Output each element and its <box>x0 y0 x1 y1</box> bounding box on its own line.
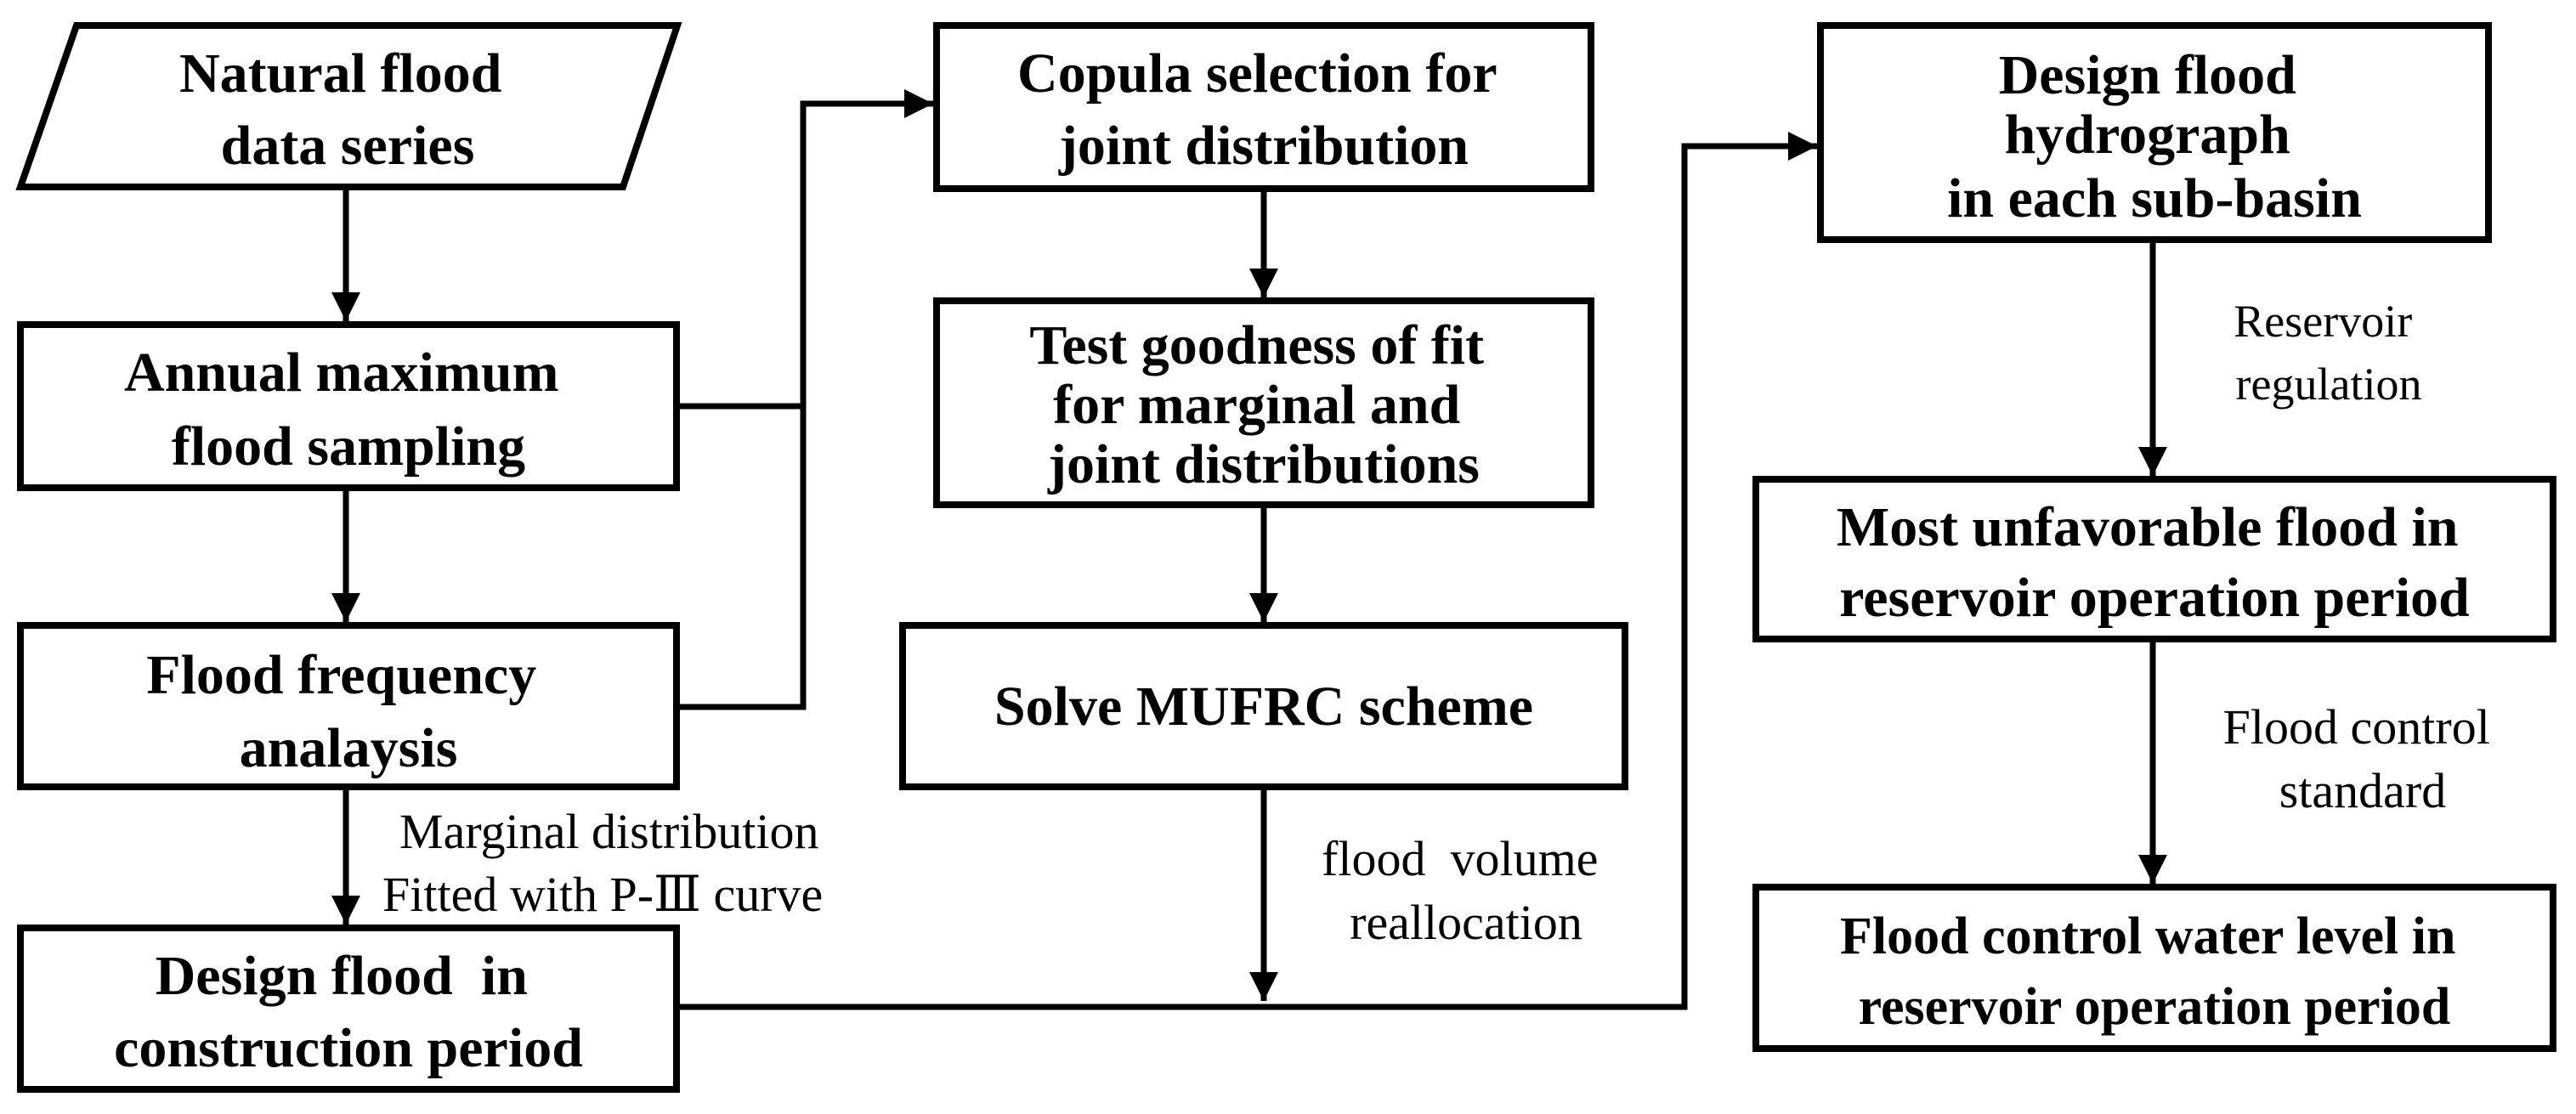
standard-line-2: standard <box>2279 763 2447 818</box>
edge-label-marginal-distribution: Marginal distribution Fitted with P-Ⅲ cu… <box>382 804 831 922</box>
regulation-line-2: regulation <box>2236 359 2422 410</box>
svg-text:Solve MUFRC scheme: Solve MUFRC scheme <box>994 676 1533 738</box>
design-construction-line-2: construction period <box>114 1017 583 1079</box>
natural-flood-line-2: data series <box>221 115 475 177</box>
svg-text:Design flood in constru: Design flood in construction period <box>114 945 583 1079</box>
arrow-construction-to-hydrograph <box>677 132 1817 1010</box>
svg-text:Test goodness of fit for: Test goodness of fit for marginal and jo… <box>1029 314 1497 495</box>
natural-flood-line-1: Natural flood <box>179 42 502 105</box>
edge-label-flood-control-standard: Flood control standard <box>2223 699 2503 818</box>
marginal-line-1: Marginal distribution <box>399 804 819 859</box>
regulation-line-1: Reservoir <box>2233 296 2412 347</box>
test-goodness-line-3: joint distributions <box>1047 433 1480 495</box>
solve-mufrc-line-1: Solve MUFRC scheme <box>994 676 1533 738</box>
edge-label-flood-volume-reallocation: flood volume reallocation <box>1322 831 1611 950</box>
reallocation-line-2: reallocation <box>1350 895 1582 950</box>
svg-text:Flood control water level in: Flood control water level in reservoir o… <box>1840 908 2469 1036</box>
svg-text:Marginal distribution Fi: Marginal distribution Fitted with P-Ⅲ cu… <box>382 804 831 922</box>
svg-text:flood volume reallocati: flood volume reallocation <box>1322 831 1611 950</box>
svg-text:Design flood hydrograph: Design flood hydrograph in each sub-basi… <box>1947 44 2362 229</box>
test-goodness-line-2: for marginal and <box>1053 374 1460 436</box>
node-solve-mufrc-scheme: Solve MUFRC scheme <box>899 622 1628 790</box>
node-design-flood-hydrograph: Design flood hydrograph in each sub-basi… <box>1817 22 2492 243</box>
node-natural-flood-data-series: Natural flood data series <box>15 22 682 190</box>
annual-max-line-2: flood sampling <box>172 416 525 478</box>
node-annual-maximum-flood-sampling: Annual maximum flood sampling <box>17 321 680 491</box>
hydrograph-line-2: hydrograph <box>2005 104 2290 166</box>
node-most-unfavorable-flood: Most unfavorable flood in reservoir oper… <box>1752 476 2556 642</box>
node-flood-frequency-analysis: Flood frequency analaysis <box>17 622 680 790</box>
copula-line-1: Copula selection for <box>1017 42 1496 105</box>
standard-line-1: Flood control <box>2223 699 2490 755</box>
svg-text:Copula selection for joi: Copula selection for joint distribution <box>1017 42 1510 177</box>
copula-line-2: joint distribution <box>1058 115 1469 177</box>
flood-frequency-line-2: analaysis <box>240 717 458 779</box>
reallocation-line-1: flood volume <box>1322 831 1598 886</box>
node-design-flood-construction-period: Design flood in construction period <box>17 925 680 1093</box>
annual-max-line-1: Annual maximum <box>124 342 559 404</box>
edge-label-reservoir-regulation: Reservoir regulation <box>2233 296 2423 410</box>
node-flood-control-water-level: Flood control water level in reservoir o… <box>1752 884 2556 1052</box>
svg-text:Natural flood data serie: Natural flood data series <box>179 42 516 177</box>
unfavorable-line-2: reservoir operation period <box>1839 567 2470 629</box>
node-copula-selection: Copula selection for joint distribution <box>933 22 1594 192</box>
svg-text:Reservoir regulation: Reservoir regulation <box>2233 296 2423 410</box>
connectors <box>331 89 2167 1010</box>
test-goodness-line-1: Test goodness of fit <box>1029 314 1484 376</box>
unfavorable-line-1: Most unfavorable flood in <box>1837 496 2459 558</box>
svg-text:Flood frequency analaysi: Flood frequency analaysis <box>146 644 550 779</box>
flood-frequency-line-1: Flood frequency <box>146 644 536 706</box>
fcwl-line-1: Flood control water level in <box>1840 908 2455 965</box>
design-construction-line-1: Design flood in <box>156 945 528 1007</box>
hydrograph-line-1: Design flood <box>1999 44 2296 106</box>
svg-text:Annual maximum flood sam: Annual maximum flood sampling <box>124 342 573 478</box>
node-test-goodness-of-fit: Test goodness of fit for marginal and jo… <box>933 297 1594 508</box>
marginal-line-2: Fitted with P-Ⅲ curve <box>382 867 823 922</box>
svg-text:Flood control standard: Flood control standard <box>2223 699 2503 818</box>
fcwl-line-2: reservoir operation period <box>1859 978 2451 1036</box>
svg-text:Most unfavorable flood in: Most unfavorable flood in reservoir oper… <box>1837 496 2472 629</box>
hydrograph-line-3: in each sub-basin <box>1947 167 2362 229</box>
